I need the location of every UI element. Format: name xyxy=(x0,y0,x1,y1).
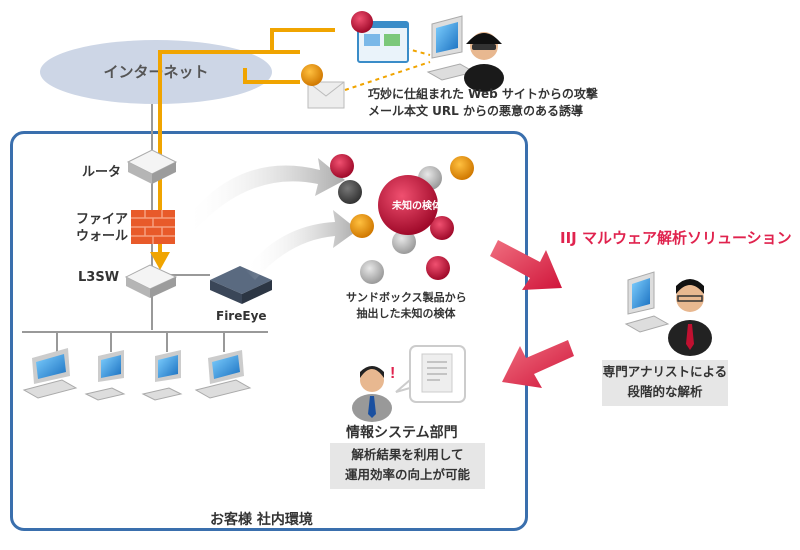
malware-orange-2 xyxy=(350,214,374,238)
analyst-icon xyxy=(624,271,712,356)
attack-line-email: メール本文 URL からの悪意のある誘導 xyxy=(368,104,583,118)
malware-big xyxy=(378,175,438,235)
customer-environment-box xyxy=(10,131,528,531)
fireeye-label: FireEye xyxy=(216,309,267,323)
firewall-label-line1: ファイア xyxy=(76,212,129,227)
client-pc-2-desktop xyxy=(84,350,126,401)
analyst-caption-line2: 段階的な解析 xyxy=(627,384,703,399)
l3-switch-icon xyxy=(124,264,178,298)
it-caption-line1: 解析結果を利用して xyxy=(351,447,464,462)
it-staff-icon xyxy=(352,366,392,422)
client-pc-1-laptop xyxy=(22,348,78,399)
sandbox-caption: サンドボックス製品から 抽出した未知の検体 xyxy=(346,290,467,322)
router-label: ルータ xyxy=(82,165,122,180)
attack-path xyxy=(158,28,335,258)
firewall-label: ファイア ウォール xyxy=(76,211,128,245)
unknown-sample-label: 未知の検体 xyxy=(392,201,442,212)
it-department-title: 情報システム部門 xyxy=(346,425,458,441)
l3sw-label: L3SW xyxy=(78,270,120,285)
it-caption-line2: 運用効率の向上が可能 xyxy=(344,467,470,482)
gray-arrow-lower xyxy=(245,210,358,280)
red-arrow-to-iij xyxy=(490,240,562,290)
red-arrow-to-customer xyxy=(502,340,574,388)
malware-red-2 xyxy=(430,216,454,240)
iij-solution-title: IIJ マルウェア解析ソリューション xyxy=(560,229,792,247)
analyst-caption: 専門アナリストによる 段階的な解析 xyxy=(602,360,728,406)
malware-orange-1 xyxy=(450,156,474,180)
firewall-icon xyxy=(131,210,175,244)
malware-gray-2 xyxy=(392,230,416,254)
report-speech-bubble-icon xyxy=(395,345,466,403)
client-pc-4-laptop xyxy=(194,350,252,399)
customer-environment-label: お客様 社内環境 xyxy=(210,512,313,528)
exclamation-icon: ! xyxy=(390,365,395,382)
it-department-caption: 解析結果を利用して 運用効率の向上が可能 xyxy=(330,443,485,489)
analyst-caption-line1: 専門アナリストによる xyxy=(602,364,728,379)
browser-window-icon xyxy=(357,21,409,63)
sandbox-caption-line2: 抽出した未知の検体 xyxy=(356,307,456,320)
malware-icon-mail xyxy=(301,64,323,86)
attacker-icon xyxy=(426,15,504,92)
malware-dark-1 xyxy=(338,180,362,204)
attack-description: 巧妙に仕組まれた Web サイトからの攻撃 メール本文 URL からの悪意のある… xyxy=(368,86,598,120)
malware-cluster xyxy=(330,154,474,284)
gray-arrow-upper xyxy=(185,158,345,230)
malware-gray-3 xyxy=(360,260,384,284)
firewall-label-line2: ウォール xyxy=(76,229,129,244)
internet-label: インターネット xyxy=(103,63,209,81)
client-pc-3-desktop xyxy=(141,350,183,401)
malware-red-1 xyxy=(330,154,354,178)
malware-red-3 xyxy=(426,256,450,280)
fireeye-appliance-icon xyxy=(210,266,272,304)
attack-line-web: 巧妙に仕組まれた Web サイトからの攻撃 xyxy=(368,87,598,101)
sandbox-caption-line1: サンドボックス製品から xyxy=(346,291,467,304)
attack-path-arrowhead xyxy=(150,252,170,270)
malware-icon-web xyxy=(351,11,373,33)
router-icon xyxy=(126,149,178,184)
email-envelope-icon xyxy=(307,81,345,109)
